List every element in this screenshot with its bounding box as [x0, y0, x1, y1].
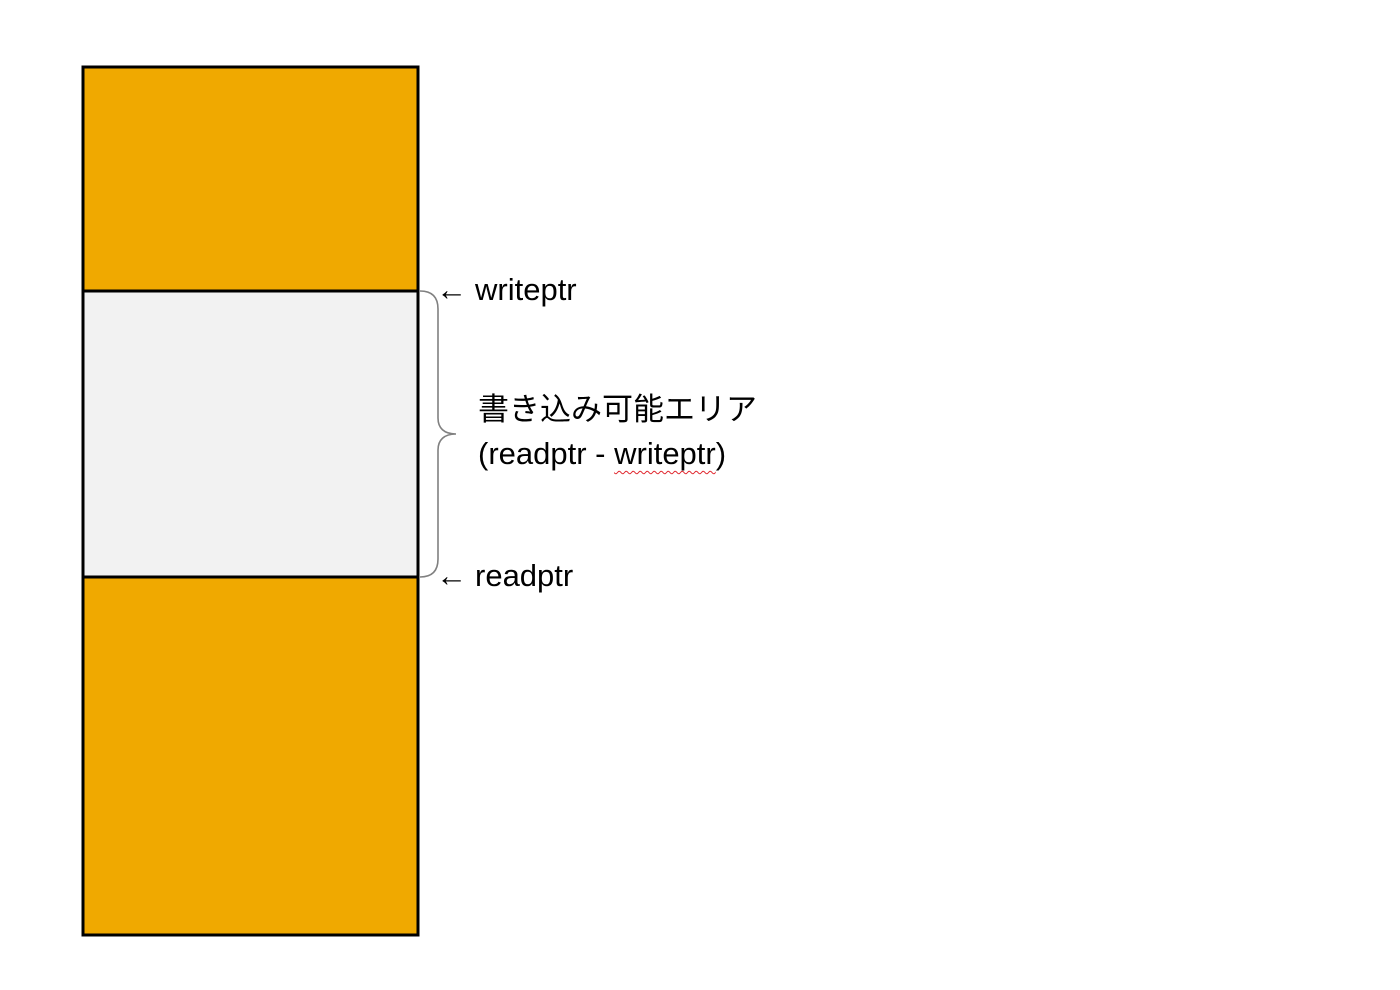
- readptr-label: ←readptr: [436, 558, 573, 594]
- curly-brace: [419, 290, 457, 578]
- writable-region: [81, 289, 420, 579]
- formula-writeptr-word: writeptr: [614, 436, 716, 471]
- left-arrow-icon: ←: [436, 272, 467, 307]
- writeptr-text: writeptr: [475, 272, 577, 307]
- writable-area-formula: (readptr - writeptr): [478, 436, 726, 472]
- upper-used-region: [81, 65, 420, 293]
- formula-open: (readptr -: [478, 436, 615, 471]
- writeptr-label: ←writeptr: [436, 272, 577, 308]
- writable-area-title: 書き込み可能エリア: [478, 392, 757, 427]
- formula-close: ): [715, 436, 727, 471]
- lower-used-region: [81, 575, 420, 937]
- left-arrow-icon: ←: [436, 558, 467, 593]
- readptr-text: readptr: [475, 558, 574, 593]
